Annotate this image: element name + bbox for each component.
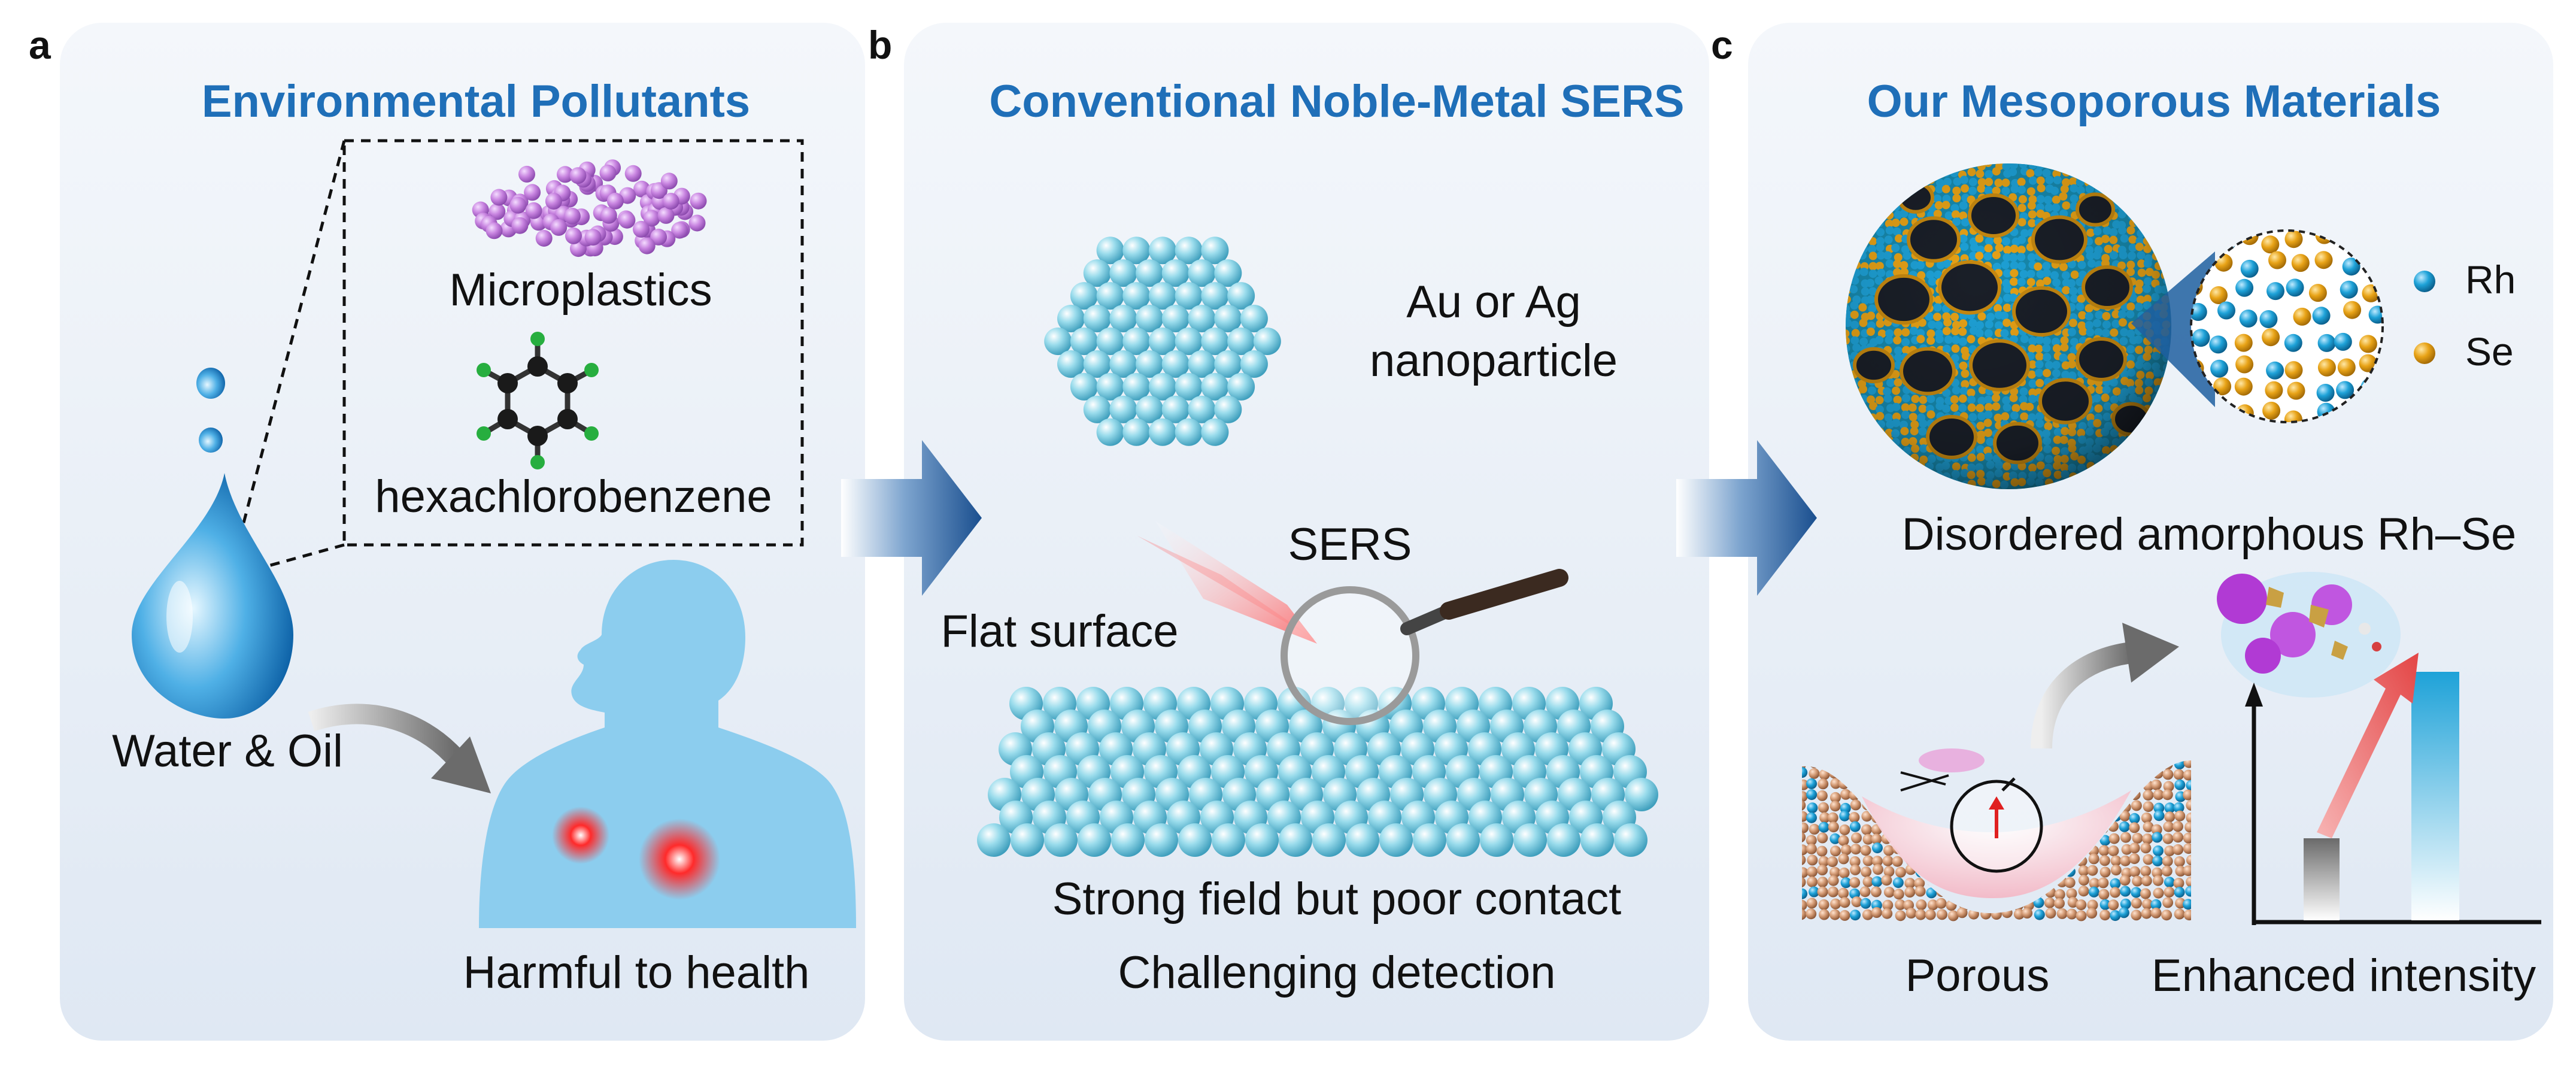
transition-arrow-a-to-b [841, 440, 982, 596]
pain-burst-icon [552, 807, 720, 900]
mesoporous-sphere [1846, 163, 2171, 489]
rh-legend-dot [2414, 271, 2435, 292]
sers-label: SERS [1288, 519, 1412, 570]
panel-b-letter: b [868, 23, 892, 67]
panel-c-title: Our Mesoporous Materials [1867, 76, 2441, 127]
se-legend-dot [2414, 342, 2435, 364]
microplastics-cluster [472, 159, 707, 257]
contact-label: Strong field but poor contact [1052, 874, 1622, 924]
harmful-label: Harmful to health [463, 947, 810, 998]
adsorbed-molecules [2217, 572, 2401, 698]
intensity-bar-chart [2245, 653, 2541, 925]
water-drop-icon [132, 368, 293, 719]
element-legend: Rh Se [2414, 257, 2516, 374]
curved-arrow-to-chart [2031, 623, 2179, 749]
panel-c-letter: c [1711, 23, 1733, 67]
bar-after [2411, 672, 2459, 920]
nanoparticle-label-line1: Au or Ag [1406, 277, 1581, 328]
flat-surface-label: Flat surface [940, 606, 1178, 657]
enhancement-arrow [2317, 653, 2419, 838]
hexachlorobenzene-label: hexachlorobenzene [375, 471, 772, 522]
bar-before [2304, 838, 2340, 920]
microplastics-label: Microplastics [449, 265, 712, 316]
material-label: Disordered amorphous Rh–Se [1902, 509, 2517, 560]
panel-a-title: Environmental Pollutants [202, 76, 750, 127]
detection-label: Challenging detection [1118, 947, 1556, 998]
laser-beam [1137, 521, 1317, 644]
curved-arrow-to-body [308, 704, 491, 793]
nanoparticle-cluster [1044, 237, 1281, 446]
human-silhouette [479, 560, 856, 928]
magnifier-icon [1281, 569, 1568, 725]
water-oil-label: Water & Oil [112, 726, 343, 777]
porous-label: Porous [1906, 950, 2050, 1001]
panel-a-letter: a [29, 23, 51, 67]
se-legend-label: Se [2465, 329, 2514, 374]
hexachlorobenzene-molecule [477, 332, 599, 469]
rh-legend-label: Rh [2465, 257, 2516, 302]
zoom-cone [2131, 251, 2215, 407]
enhanced-label: Enhanced intensity [2152, 950, 2536, 1001]
transition-arrow-b-to-c [1676, 440, 1817, 596]
nanoparticle-label-line2: nanoparticle [1370, 335, 1618, 386]
panel-b-title: Conventional Noble-Metal SERS [989, 76, 1684, 127]
